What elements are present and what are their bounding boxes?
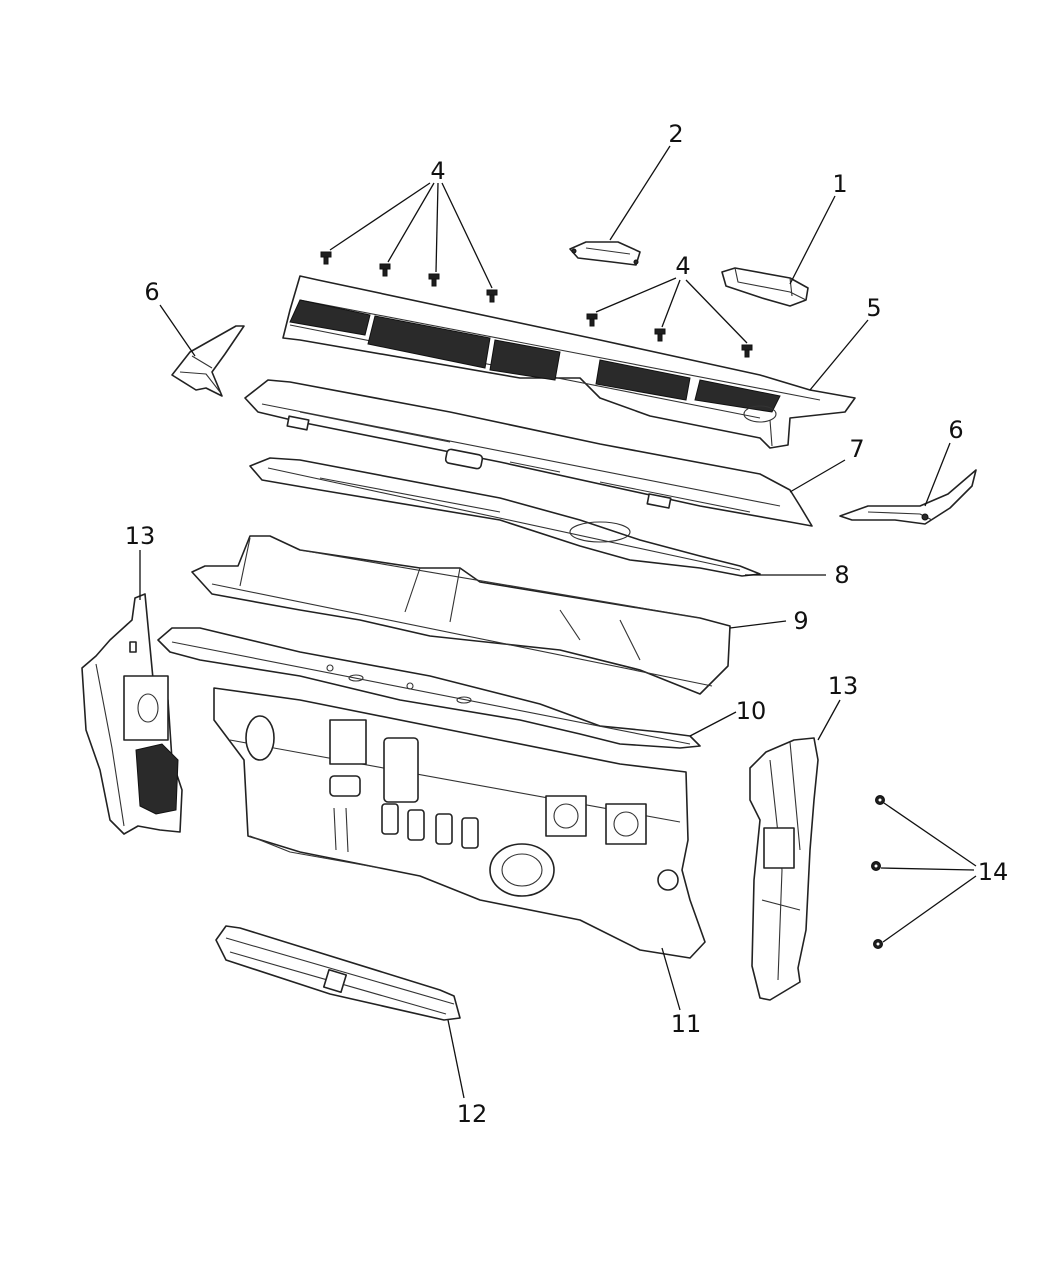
leader-4b-2 <box>661 279 681 328</box>
leader-4b-3 <box>685 279 748 344</box>
leader-14-1 <box>883 802 977 867</box>
leader-2 <box>609 145 671 241</box>
part-12-lower-cross-member <box>215 925 461 1021</box>
callout-12: 12 <box>457 1100 488 1128</box>
callout-8: 8 <box>834 561 849 589</box>
fastener-group-4-right <box>586 313 753 358</box>
callout-14: 14 <box>978 858 1009 886</box>
callout-2: 2 <box>668 120 683 148</box>
leader-14-2 <box>880 867 975 871</box>
leader-13b <box>817 699 841 741</box>
part-1-cover <box>721 267 809 307</box>
bolt-fastener <box>871 861 881 871</box>
push-pin-fastener <box>654 328 666 342</box>
callout-1: 1 <box>832 170 847 198</box>
part-13-side-panel-right <box>749 737 819 1001</box>
callout-13-left: 13 <box>125 522 156 550</box>
push-pin-fastener <box>486 289 498 303</box>
callout-5: 5 <box>866 294 881 322</box>
leader-lines <box>139 145 977 1099</box>
leader-10 <box>689 711 737 737</box>
leader-11 <box>661 947 681 1011</box>
leader-1 <box>789 195 836 285</box>
part-11-dash-panel <box>213 687 706 959</box>
callout-4-left: 4 <box>430 157 445 185</box>
leader-4a-1 <box>329 182 431 251</box>
callout-7: 7 <box>849 435 864 463</box>
push-pin-fastener <box>428 273 440 287</box>
callout-labels: 1 2 4 4 5 6 6 7 8 9 10 11 12 13 13 14 <box>125 120 1009 1128</box>
leader-14-3 <box>882 875 977 943</box>
part-8-reinforcement <box>249 457 761 577</box>
part-2-plate <box>569 241 641 266</box>
part-13-side-panel-left <box>81 593 183 835</box>
push-pin-fastener <box>320 251 332 265</box>
leader-6b <box>924 442 951 507</box>
callout-10: 10 <box>736 697 767 725</box>
callout-6-right: 6 <box>948 416 963 444</box>
leader-4a-4 <box>441 182 493 289</box>
fastener-group-4-left <box>320 251 498 303</box>
bolt-fastener <box>875 795 885 805</box>
leader-5 <box>809 319 869 391</box>
leader-12 <box>447 1019 465 1099</box>
leader-7 <box>789 459 846 493</box>
leader-9 <box>729 620 787 629</box>
part-6-bracket-left <box>171 325 245 397</box>
part-7-cowl-inner-panel <box>244 379 813 527</box>
callout-6-left: 6 <box>144 278 159 306</box>
leader-4b-1 <box>595 277 677 313</box>
leader-4a-3 <box>435 182 439 273</box>
leader-4a-2 <box>387 182 435 263</box>
part-6-bracket-right <box>839 469 977 525</box>
callout-4-right: 4 <box>675 252 690 280</box>
callout-13-right: 13 <box>828 672 859 700</box>
callout-11: 11 <box>671 1010 702 1038</box>
push-pin-fastener <box>586 313 598 327</box>
leader-6a <box>159 304 196 357</box>
part-10-cross-member <box>157 627 701 749</box>
push-pin-fastener <box>379 263 391 277</box>
push-pin-fastener <box>741 344 753 358</box>
fastener-group-14 <box>871 795 885 949</box>
callout-9: 9 <box>793 607 808 635</box>
bolt-fastener <box>873 939 883 949</box>
part-5-cowl-grille-panel <box>282 275 856 449</box>
part-9-upper-dash-panel <box>191 535 731 695</box>
